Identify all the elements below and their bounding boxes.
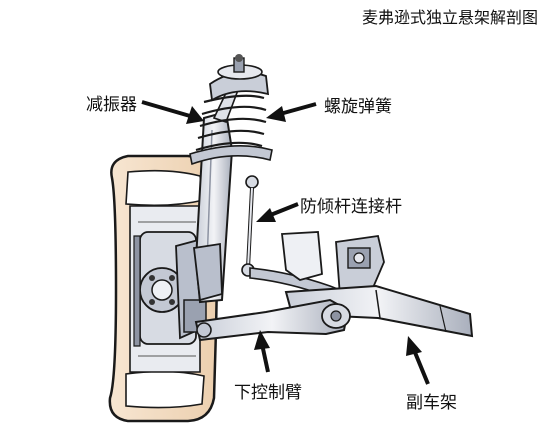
strut-assembly [189,54,273,304]
hub-knuckle [133,231,215,347]
label-coil-spring: 螺旋弹簧 [324,97,392,117]
label-stabilizer-link: 防倾杆连接杆 [300,197,402,217]
lower-control-arm [194,298,351,342]
diagram-title: 麦弗逊式独立悬架解剖图 [362,8,539,27]
label-subframe: 副车架 [406,393,457,413]
subframe [281,231,474,338]
label-arrows [141,100,430,385]
label-lower-control-arm: 下控制臂 [234,383,302,403]
label-shock-absorber: 减振器 [86,95,137,115]
